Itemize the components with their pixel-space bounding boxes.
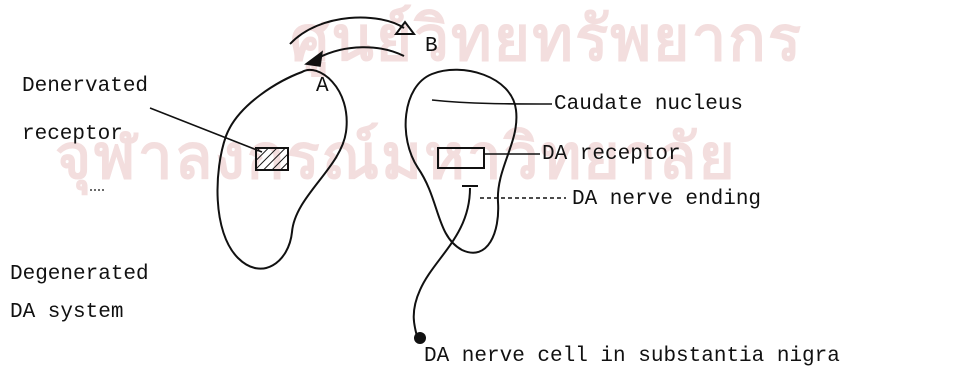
degenerated-da-system-label-line2: DA system — [10, 302, 123, 323]
triangle-b-icon — [396, 22, 414, 34]
caudate-nucleus-label: Caudate nucleus — [554, 94, 743, 115]
point-b-label: B — [425, 36, 438, 57]
da-nerve-cell-body — [414, 332, 426, 344]
point-a-label: A — [316, 76, 329, 97]
degenerated-da-system-label-line1: Degenerated — [10, 264, 149, 285]
denervated-receptor-label-line1: Denervated — [22, 76, 148, 97]
da-nerve-ending-label: DA nerve ending — [572, 189, 761, 210]
da-nerve-cell-label: DA nerve cell in substantia nigra — [424, 346, 840, 367]
caudate-leader — [432, 100, 552, 104]
da-receptor-box — [438, 148, 484, 168]
arrowhead-a-icon — [306, 52, 322, 66]
denervated-receptor-label-line2: receptor — [22, 124, 123, 145]
da-axon — [414, 188, 470, 340]
arrow-b-to-a — [318, 47, 404, 58]
da-receptor-label: DA receptor — [542, 144, 681, 165]
arrow-a-to-b — [290, 17, 404, 44]
denervated-leader — [150, 108, 262, 152]
